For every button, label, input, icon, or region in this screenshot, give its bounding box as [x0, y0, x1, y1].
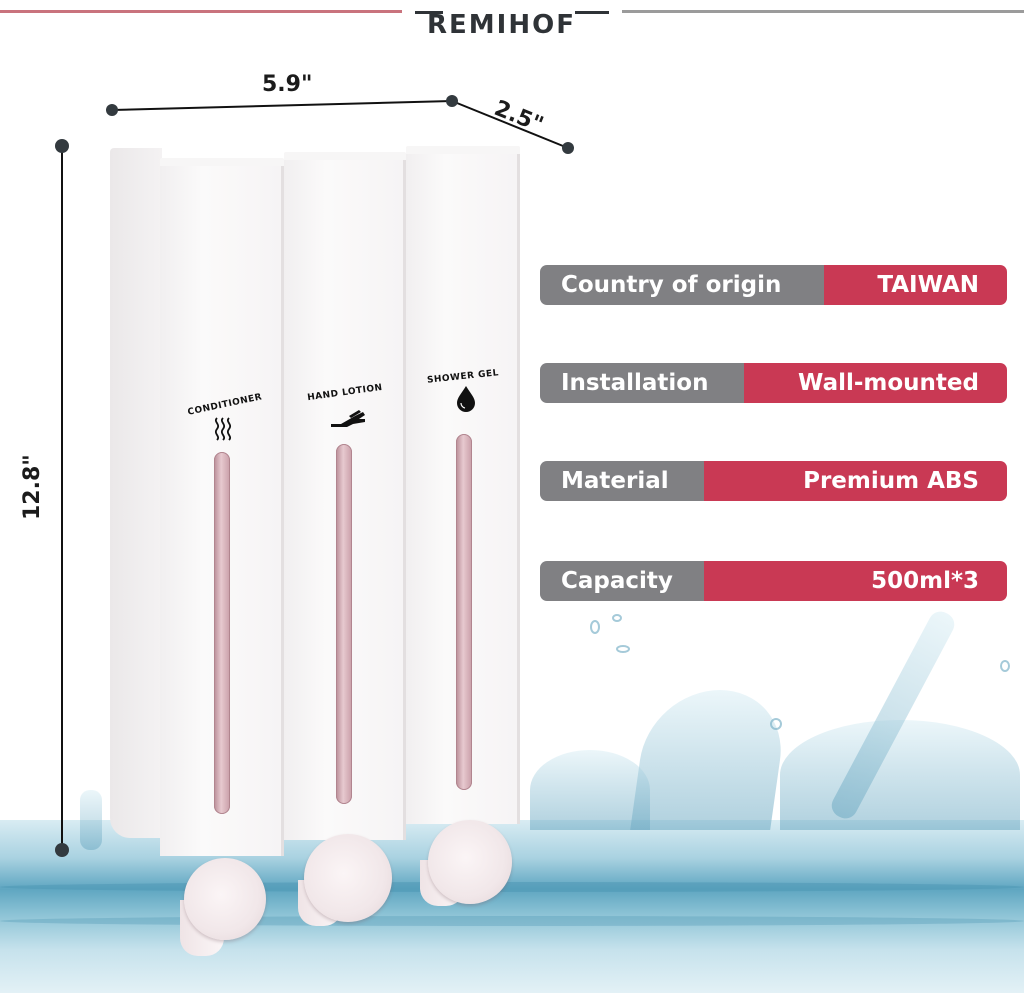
- water-droplet: [770, 718, 782, 730]
- spec-installation: Installation Wall-mounted: [540, 363, 1007, 403]
- droplet-icon: [451, 384, 481, 414]
- water-splash-stream: [80, 790, 102, 850]
- spec-key: Country of origin: [540, 265, 824, 305]
- spec-value: Premium ABS: [704, 461, 1007, 501]
- height-dimension-label: 12.8": [20, 454, 45, 520]
- pump-button-hand-lotion[interactable]: [304, 834, 392, 922]
- pump-button-shower-gel[interactable]: [428, 820, 512, 904]
- hand-icon: [328, 402, 368, 432]
- water-splash: [530, 750, 650, 830]
- spec-key: Installation: [540, 363, 744, 403]
- spec-material: Material Premium ABS: [540, 461, 1007, 501]
- logo-bar-right: [575, 11, 609, 14]
- spec-capacity: Capacity 500ml*3: [540, 561, 1007, 601]
- depth-dimension-label: 2.5": [490, 96, 547, 139]
- header-line-right: [622, 10, 1024, 13]
- level-window: [336, 444, 352, 804]
- brand-name: REMIHOF: [427, 10, 576, 40]
- width-dimension-label: 5.9": [262, 72, 313, 97]
- brand-logo: REMIHOF: [405, 4, 619, 40]
- header-line-left: [0, 10, 402, 13]
- spec-key: Material: [540, 461, 704, 501]
- water-splash-background: [0, 820, 1024, 993]
- water-droplet: [590, 620, 600, 634]
- water-ripple: [0, 882, 1024, 892]
- water-droplet: [616, 645, 630, 653]
- water-droplet: [612, 614, 622, 622]
- logo-bar-left: [415, 11, 443, 14]
- level-window: [214, 452, 230, 814]
- level-window: [456, 434, 472, 790]
- water-splash: [780, 720, 1020, 830]
- spec-value: TAIWAN: [824, 265, 1007, 305]
- water-ripple: [0, 916, 1024, 926]
- spec-key: Capacity: [540, 561, 704, 601]
- spec-value: Wall-mounted: [744, 363, 1007, 403]
- spec-country-of-origin: Country of origin TAIWAN: [540, 265, 1007, 305]
- steam-icon: [208, 414, 238, 444]
- spec-value: 500ml*3: [704, 561, 1007, 601]
- water-droplet: [1000, 660, 1010, 672]
- pump-button-conditioner[interactable]: [184, 858, 266, 940]
- dispenser-side-panel: [110, 148, 162, 838]
- water-splash: [630, 690, 790, 830]
